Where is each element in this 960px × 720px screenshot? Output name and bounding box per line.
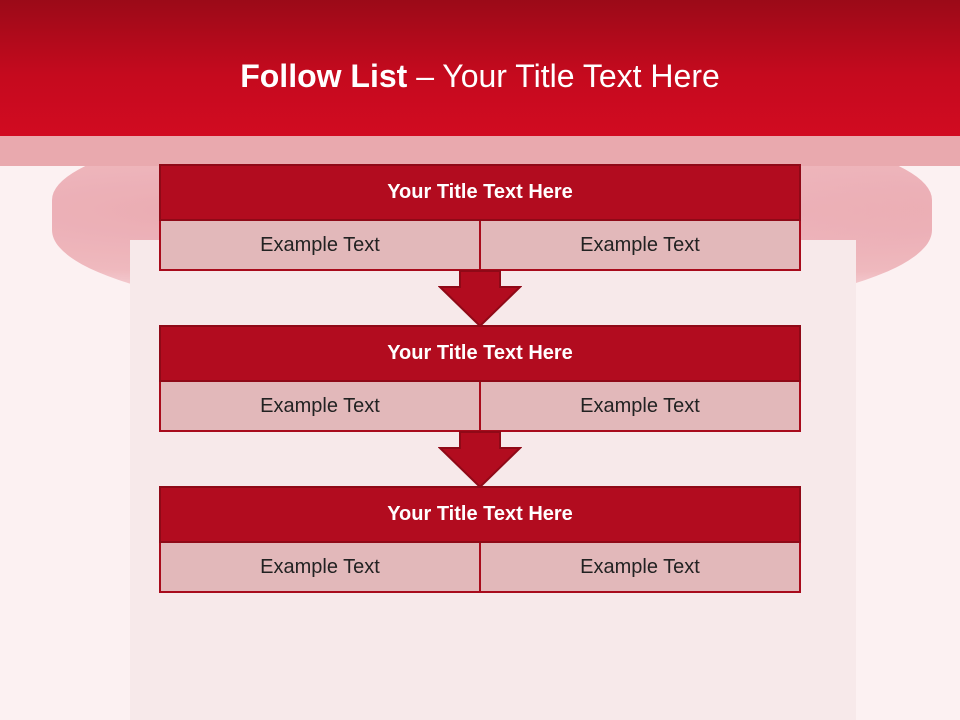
header-under-band [0,136,960,166]
flow-block-cell-left: Example Text [159,221,481,271]
flow-block-cell-left: Example Text [159,382,481,432]
flow-block-title: Your Title Text Here [159,164,801,221]
flow-block-cell-right: Example Text [479,382,801,432]
flow-block-cell-right: Example Text [479,221,801,271]
header-bar: Follow List – Your Title Text Here [0,0,960,136]
flow-block-3: Your Title Text Here Example Text Exampl… [159,486,801,593]
flow-block-1: Your Title Text Here Example Text Exampl… [159,164,801,271]
slide-title: Follow List – Your Title Text Here [0,54,960,98]
slide-title-rest: – Your Title Text Here [407,58,720,94]
flow-block-2: Your Title Text Here Example Text Exampl… [159,325,801,432]
down-arrow-icon [438,431,522,489]
flow-block-cell-left: Example Text [159,543,481,593]
flow-block-cell-right: Example Text [479,543,801,593]
flow-block-title: Your Title Text Here [159,325,801,382]
flow-block-title: Your Title Text Here [159,486,801,543]
down-arrow-icon [438,270,522,328]
flow-block-row: Example Text Example Text [159,221,801,271]
background-panel [130,240,856,720]
flow-block-row: Example Text Example Text [159,543,801,593]
slide-title-bold: Follow List [240,58,408,94]
flow-block-row: Example Text Example Text [159,382,801,432]
